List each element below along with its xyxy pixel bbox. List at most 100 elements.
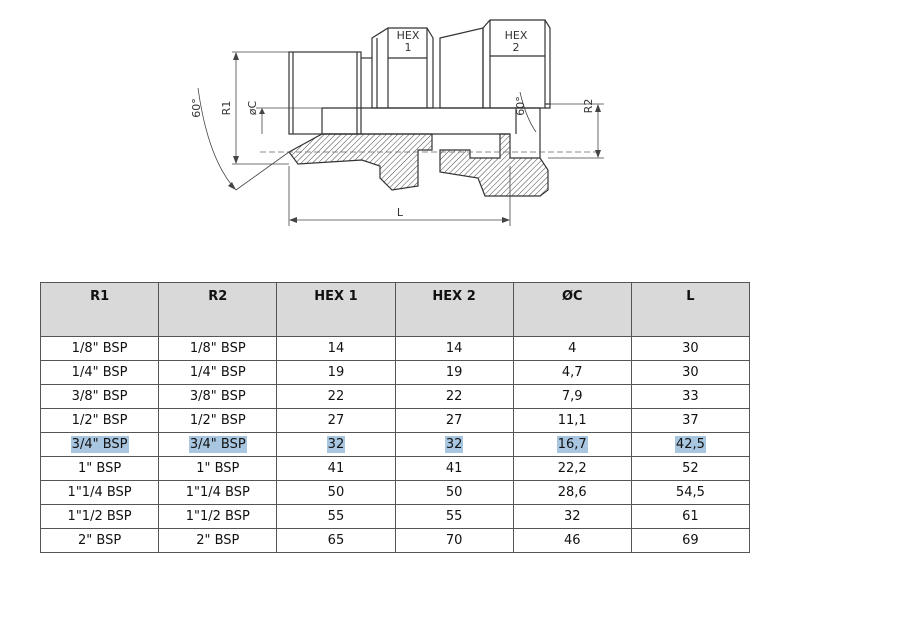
table-cell: 1/2" BSP bbox=[39, 408, 160, 433]
cell-text: 55 bbox=[327, 509, 345, 524]
table-cell: 2" BSP bbox=[39, 528, 160, 553]
cell-text: 50 bbox=[445, 485, 463, 500]
table-cell: 32 bbox=[512, 504, 632, 529]
cell-text: 54,5 bbox=[675, 485, 705, 500]
cell-text: 30 bbox=[682, 365, 699, 380]
r1-label: R1 bbox=[220, 101, 233, 116]
table-cell: 3/4" BSP bbox=[158, 432, 278, 457]
table-cell: 3/8" BSP bbox=[39, 384, 160, 409]
cell-text: 1"1/2 BSP bbox=[185, 509, 250, 524]
table-cell: 55 bbox=[276, 504, 396, 529]
table-cell: 32 bbox=[394, 432, 514, 457]
table-cell: 1" BSP bbox=[39, 456, 160, 481]
table-cell: 1"1/2 BSP bbox=[39, 504, 160, 529]
table-cell: 27 bbox=[276, 408, 396, 433]
cell-text: 3/4" BSP bbox=[188, 436, 247, 453]
table-cell: 69 bbox=[630, 528, 751, 553]
table-row: 1"1/2 BSP 1"1/2 BSP 55 55 32 61 bbox=[39, 504, 751, 529]
table-cell: 22 bbox=[276, 384, 396, 409]
cell-text: 2" BSP bbox=[196, 533, 240, 548]
cell-text: 7,9 bbox=[561, 389, 583, 404]
cell-text: 52 bbox=[682, 461, 699, 476]
table-cell: 54,5 bbox=[630, 480, 751, 505]
cell-text: 28,6 bbox=[557, 485, 587, 500]
table-cell: 4,7 bbox=[512, 360, 632, 385]
cell-text: 1" BSP bbox=[196, 461, 240, 476]
table-cell: 27 bbox=[394, 408, 514, 433]
cell-text: 33 bbox=[682, 389, 699, 404]
cell-text: 1/8" BSP bbox=[71, 341, 128, 356]
arrowheads bbox=[228, 52, 601, 223]
table-cell: 70 bbox=[394, 528, 514, 553]
table-cell: 1" BSP bbox=[158, 456, 278, 481]
table-cell: 28,6 bbox=[512, 480, 632, 505]
male-thread-body bbox=[288, 51, 372, 135]
table-cell: 3/4" BSP bbox=[39, 432, 160, 457]
table-cell: 4 bbox=[512, 336, 632, 361]
cell-text: 1/2" BSP bbox=[189, 413, 246, 428]
c-diameter-label: øC bbox=[246, 100, 259, 115]
table-cell: 50 bbox=[394, 480, 514, 505]
table-cell: 1"1/4 BSP bbox=[158, 480, 278, 505]
cell-text: 1"1/2 BSP bbox=[67, 509, 132, 524]
table-cell: 22,2 bbox=[512, 456, 632, 481]
cell-text: 55 bbox=[445, 509, 463, 524]
cell-text: 14 bbox=[327, 341, 345, 356]
header-c: ØC bbox=[512, 282, 632, 337]
cell-text: 32 bbox=[444, 436, 464, 453]
cell-text: 27 bbox=[445, 413, 463, 428]
table-row: 2" BSP 2" BSP 65 70 46 69 bbox=[39, 528, 751, 553]
cell-text: 3/8" BSP bbox=[189, 389, 246, 404]
hex2-label-line2: 2 bbox=[513, 41, 520, 54]
cell-text: 11,1 bbox=[557, 413, 587, 428]
table-cell: 19 bbox=[276, 360, 396, 385]
cell-text: 4,7 bbox=[561, 365, 583, 380]
cell-text: 1/2" BSP bbox=[71, 413, 128, 428]
cell-text: 22 bbox=[327, 389, 345, 404]
table-cell: 1/8" BSP bbox=[39, 336, 160, 361]
cell-text: 69 bbox=[682, 533, 699, 548]
table-row: 3/8" BSP 3/8" BSP 22 22 7,9 33 bbox=[39, 384, 751, 409]
table-cell: 1"1/2 BSP bbox=[158, 504, 278, 529]
cell-text: 32 bbox=[563, 509, 581, 524]
table-cell: 14 bbox=[394, 336, 514, 361]
hex1-label-line1: HEX bbox=[397, 29, 420, 42]
cell-text: 1" BSP bbox=[78, 461, 122, 476]
table-cell: 30 bbox=[630, 336, 751, 361]
cell-text: 19 bbox=[445, 365, 463, 380]
table-cell: 1/2" BSP bbox=[158, 408, 278, 433]
cell-text: 70 bbox=[445, 533, 463, 548]
table-cell: 7,9 bbox=[512, 384, 632, 409]
table-cell: 14 bbox=[276, 336, 396, 361]
hex2-label-line1: HEX bbox=[505, 29, 528, 42]
l-label: L bbox=[397, 206, 404, 219]
table-cell: 11,1 bbox=[512, 408, 632, 433]
table-cell: 55 bbox=[394, 504, 514, 529]
table-cell: 32 bbox=[276, 432, 396, 457]
table-cell: 2" BSP bbox=[158, 528, 278, 553]
cell-text: 4 bbox=[568, 341, 577, 356]
table-cell: 65 bbox=[276, 528, 396, 553]
table-header-row: R1 R2 HEX 1 HEX 2 ØC L bbox=[39, 282, 751, 337]
cell-text: 2" BSP bbox=[78, 533, 122, 548]
cell-text: 65 bbox=[327, 533, 345, 548]
header-r1: R1 bbox=[39, 282, 160, 337]
table-cell: 22 bbox=[394, 384, 514, 409]
table-cell: 19 bbox=[394, 360, 514, 385]
cell-text: 1/4" BSP bbox=[71, 365, 128, 380]
hex1-label-line2: 1 bbox=[405, 41, 412, 54]
header-l: L bbox=[630, 282, 751, 337]
table-cell: 46 bbox=[512, 528, 632, 553]
cell-text: 42,5 bbox=[674, 436, 706, 453]
table-cell: 52 bbox=[630, 456, 751, 481]
angle-left-label: 60° bbox=[190, 98, 203, 118]
table-cell: 41 bbox=[394, 456, 514, 481]
hatched-section bbox=[288, 133, 549, 197]
cell-text: 50 bbox=[327, 485, 345, 500]
table-cell: 61 bbox=[630, 504, 751, 529]
